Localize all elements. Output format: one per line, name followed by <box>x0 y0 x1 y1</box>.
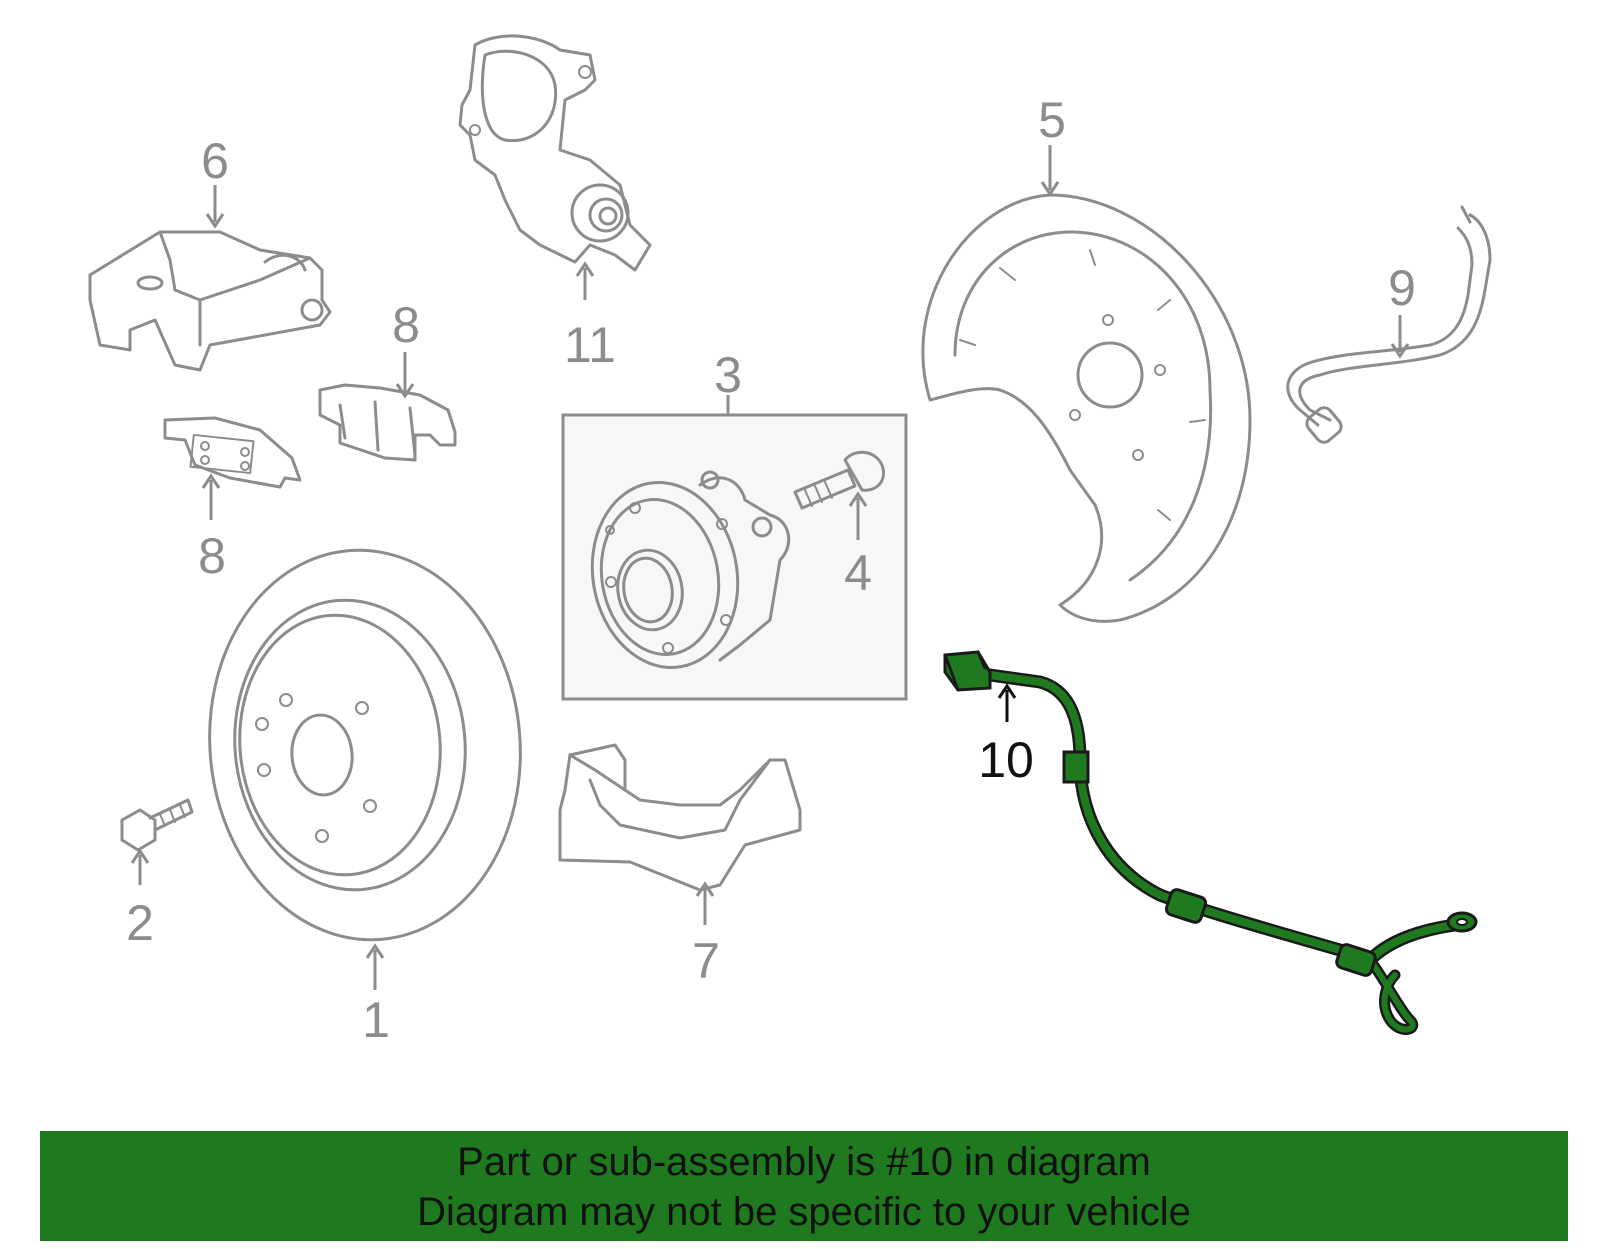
callout-8-upper: 8 <box>392 297 420 353</box>
callout-1: 1 <box>362 992 390 1048</box>
callout-labels: 6 11 8 8 3 4 5 9 10 2 1 7 <box>126 92 1416 1048</box>
callout-7: 7 <box>692 933 720 989</box>
part-caliper-bracket[interactable] <box>558 743 802 892</box>
notice-banner: Part or sub-assembly is #10 in diagram D… <box>40 1131 1568 1241</box>
part-hub-bolt[interactable] <box>793 450 885 510</box>
callout-2: 2 <box>126 895 154 951</box>
part-splash-shield[interactable] <box>921 193 1252 623</box>
callout-3: 3 <box>714 347 742 403</box>
callout-6: 6 <box>201 133 229 189</box>
callout-5: 5 <box>1038 92 1066 148</box>
leader-lines <box>130 145 1410 990</box>
callout-10: 10 <box>978 732 1034 788</box>
part-brake-pad-outer[interactable] <box>318 383 457 462</box>
part-brake-pad-inner[interactable] <box>163 416 302 489</box>
part-hub-assembly[interactable] <box>561 413 908 701</box>
part-knuckle[interactable] <box>458 34 652 272</box>
banner-line-part: Part or sub-assembly is #10 in diagram <box>457 1140 1151 1184</box>
callout-11: 11 <box>564 317 616 373</box>
part-abs-sensor-harness[interactable] <box>943 650 1478 1035</box>
part-caliper-bolt[interactable] <box>120 798 194 852</box>
banner-line-disclaimer: Diagram may not be specific to your vehi… <box>417 1190 1191 1234</box>
part-rotor[interactable] <box>194 537 537 953</box>
callout-8-lower: 8 <box>198 528 226 584</box>
callout-4: 4 <box>844 545 872 601</box>
part-caliper[interactable] <box>88 230 332 372</box>
callout-9: 9 <box>1388 260 1416 316</box>
part-brake-hose[interactable] <box>1286 205 1492 445</box>
